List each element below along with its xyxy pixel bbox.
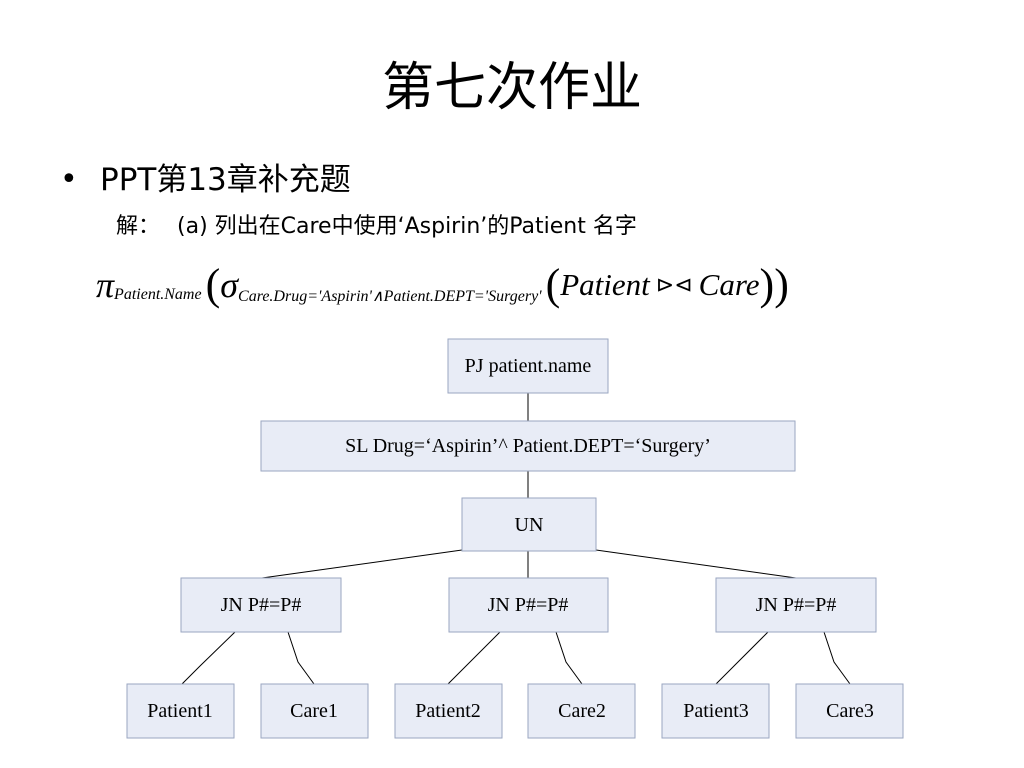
right-operand: Care <box>698 267 760 302</box>
node-project-label: PJ patient.name <box>465 355 592 377</box>
node-care3-label: Care3 <box>826 700 874 722</box>
slide-title: 第七次作业 <box>381 58 642 118</box>
inner-close-paren: ) <box>759 260 775 309</box>
outer-open-paren: ( <box>205 260 221 309</box>
node-select: SL Drug=‘Aspirin’^ Patient.DEPT=‘Surgery… <box>260 420 796 472</box>
bullet-text: PPT第13章补充题 <box>100 162 351 198</box>
edge-join2-care2 <box>555 631 583 685</box>
node-project: PJ patient.name <box>447 338 609 394</box>
natural-join-symbol: ⊳⊲ <box>655 272 693 297</box>
node-care3: Care3 <box>795 683 904 739</box>
node-join2: JN P#=P# <box>448 577 609 633</box>
node-join3: JN P#=P# <box>715 577 877 633</box>
node-patient2-label: Patient2 <box>415 700 481 722</box>
node-join3-label: JN P#=P# <box>756 594 837 616</box>
relational-algebra-formula: πPatient.Name (σCare.Drug='Aspirin'∧Pati… <box>96 262 976 314</box>
node-care1: Care1 <box>260 683 369 739</box>
solution-prefix: 解： <box>116 214 161 239</box>
node-select-label: SL Drug=‘Aspirin’^ Patient.DEPT=‘Surgery… <box>345 435 711 457</box>
edge-join3-care3 <box>823 631 851 685</box>
left-operand: Patient <box>560 267 650 302</box>
edge-union-join3 <box>595 549 797 579</box>
edge-join3-patient3 <box>715 631 769 685</box>
tree-edges <box>181 393 851 685</box>
inner-open-paren: ( <box>545 260 561 309</box>
selection-subscript: Care.Drug='Aspirin'∧Patient.DEPT='Surger… <box>238 288 542 305</box>
node-patient1: Patient1 <box>126 683 235 739</box>
outer-close-paren: ) <box>774 260 789 309</box>
node-care1-label: Care1 <box>290 700 338 722</box>
projection-subscript: Patient.Name <box>114 286 202 303</box>
node-care2-label: Care2 <box>558 700 606 722</box>
node-patient2: Patient2 <box>394 683 503 739</box>
projection-symbol: π <box>96 265 115 305</box>
node-patient1-label: Patient1 <box>147 700 213 722</box>
edge-join2-patient2 <box>447 631 501 685</box>
selection-symbol: σ <box>220 265 239 305</box>
edge-join1-patient1 <box>181 631 236 685</box>
node-union-label: UN <box>515 514 544 536</box>
node-join2-label: JN P#=P# <box>488 594 569 616</box>
node-patient3-label: Patient3 <box>683 700 749 722</box>
node-patient3: Patient3 <box>661 683 770 739</box>
bullet-marker: • <box>60 162 78 197</box>
node-join1: JN P#=P# <box>180 577 342 633</box>
edge-union-join1 <box>261 549 463 579</box>
node-care2: Care2 <box>527 683 636 739</box>
node-join1-label: JN P#=P# <box>221 594 302 616</box>
edge-join1-care1 <box>287 631 315 685</box>
solution-text: (a) 列出在Care中使用‘Aspirin’的Patient 名字 <box>177 214 637 239</box>
solution-line: 解： (a) 列出在Care中使用‘Aspirin’的Patient 名字 <box>116 212 647 242</box>
node-union: UN <box>461 497 597 552</box>
